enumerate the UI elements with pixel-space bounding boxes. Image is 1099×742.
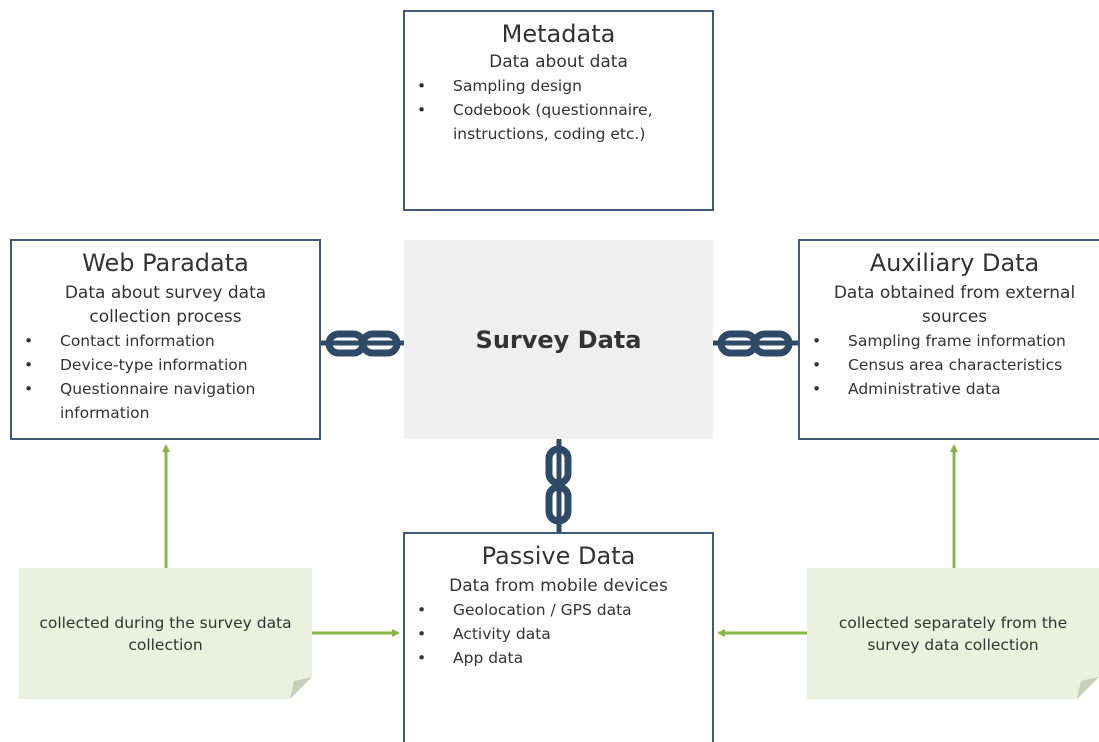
note-separate-collection: collected separately from the survey dat…	[807, 568, 1099, 699]
web-paradata-title: Web Paradata	[82, 249, 249, 277]
chain-link-icon	[713, 330, 798, 357]
passive-data-box: Passive Data Data from mobile devices Ge…	[403, 532, 714, 742]
web-paradata-list: Contact information Device-type informat…	[12, 329, 319, 425]
survey-data-label: Survey Data	[475, 325, 642, 354]
chain-link-icon	[545, 439, 572, 532]
note-during-collection: collected during the survey data collect…	[19, 568, 312, 699]
chain-link-icon	[321, 330, 404, 357]
page-fold-icon	[1077, 677, 1099, 699]
list-item: Device-type information	[12, 353, 319, 377]
auxiliary-list: Sampling frame information Census area c…	[800, 329, 1099, 401]
list-item: Administrative data	[800, 377, 1099, 401]
note-right-text: collected separately from the survey dat…	[838, 613, 1068, 654]
survey-data-box: Survey Data	[404, 240, 713, 439]
list-item: Questionnaire navigation information	[12, 377, 319, 425]
note-left-text: collected during the survey data collect…	[39, 613, 292, 654]
metadata-box: Metadata Data about data Sampling design…	[403, 10, 714, 211]
list-item: Census area characteristics	[800, 353, 1099, 377]
web-paradata-subtitle: Data about survey data collection proces…	[64, 283, 267, 327]
metadata-subtitle: Data about data	[489, 52, 628, 72]
list-item: Geolocation / GPS data	[405, 598, 712, 622]
metadata-list: Sampling design Codebook (questionnaire,…	[405, 74, 712, 146]
list-item: Sampling frame information	[800, 329, 1099, 353]
list-item: Sampling design	[405, 74, 712, 98]
metadata-title: Metadata	[501, 20, 616, 48]
auxiliary-subtitle: Data obtained from external sources	[833, 283, 1076, 327]
list-item: Activity data	[405, 622, 712, 646]
list-item: Codebook (questionnaire, instructions, c…	[405, 98, 712, 146]
web-paradata-box: Web Paradata Data about survey data coll…	[10, 239, 321, 440]
auxiliary-data-box: Auxiliary Data Data obtained from extern…	[798, 239, 1099, 440]
auxiliary-title: Auxiliary Data	[869, 249, 1040, 277]
passive-title: Passive Data	[481, 542, 636, 570]
list-item: Contact information	[12, 329, 319, 353]
passive-subtitle: Data from mobile devices	[449, 576, 668, 596]
list-item: App data	[405, 646, 712, 670]
passive-list: Geolocation / GPS data Activity data App…	[405, 598, 712, 670]
page-fold-icon	[290, 677, 312, 699]
